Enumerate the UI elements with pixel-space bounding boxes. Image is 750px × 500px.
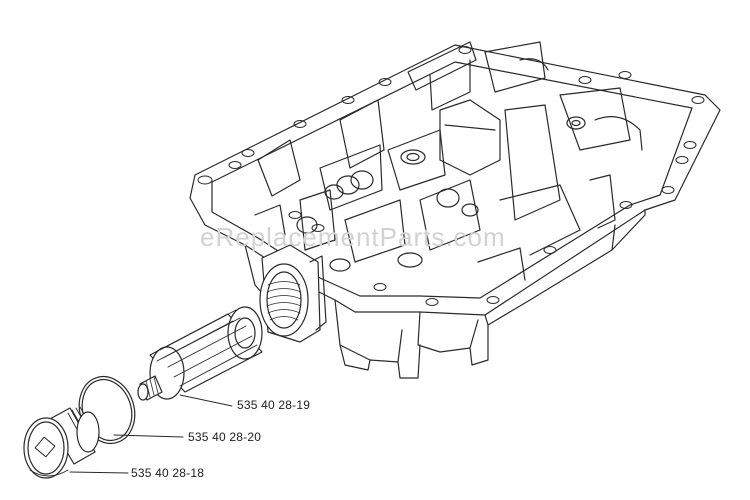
callout-leaders	[69, 394, 233, 474]
part-number-filter-element[interactable]: 535 40 28-19	[237, 398, 311, 412]
drain-plug	[23, 406, 100, 479]
watermark-text: eReplacementParts.com	[200, 222, 506, 252]
part-number-drain-plug[interactable]: 535 40 28-18	[131, 466, 205, 480]
crankcase-housing	[189, 41, 721, 379]
part-number-o-ring[interactable]: 535 40 28-20	[188, 430, 262, 444]
oil-filter-element	[137, 306, 263, 401]
